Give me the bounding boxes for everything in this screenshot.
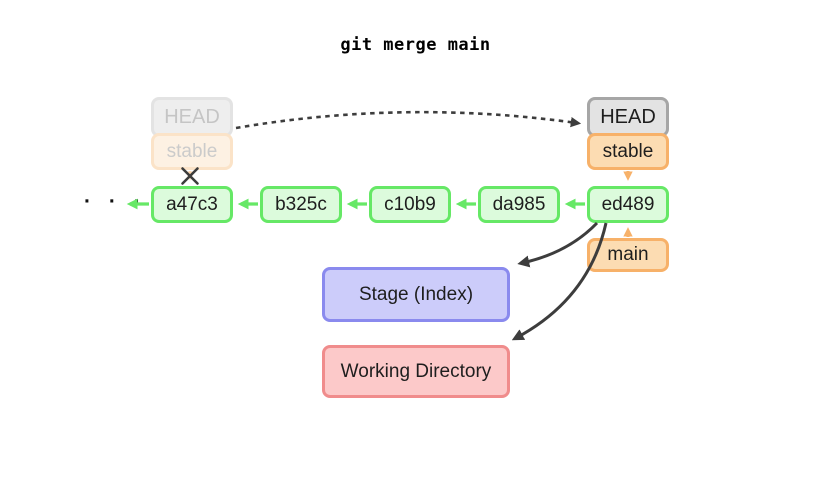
- old-stable-branch-label: stable: [151, 133, 233, 170]
- commit-node-da985: da985: [478, 186, 560, 223]
- head-label: HEAD: [587, 97, 669, 137]
- working-directory-box: Working Directory: [322, 345, 510, 398]
- ed489-to-stage-arrow: [517, 221, 599, 268]
- commit-node-ed489: ed489: [587, 186, 669, 223]
- commit-node-a47c3: a47c3: [151, 186, 233, 223]
- dashed-curved-arrow-icon: [235, 110, 582, 130]
- stable-branch-label: stable: [587, 133, 669, 170]
- x-cross-icon: [181, 167, 199, 185]
- diagram-title: git merge main: [340, 35, 491, 55]
- commit-node-c10b9: c10b9: [369, 186, 451, 223]
- main-branch-label: main: [587, 238, 669, 272]
- old-head-label: HEAD: [151, 97, 233, 137]
- commit-history-ellipsis: · · ·: [84, 190, 147, 213]
- stage-index-box: Stage (Index): [322, 267, 510, 322]
- commit-node-b325c: b325c: [260, 186, 342, 223]
